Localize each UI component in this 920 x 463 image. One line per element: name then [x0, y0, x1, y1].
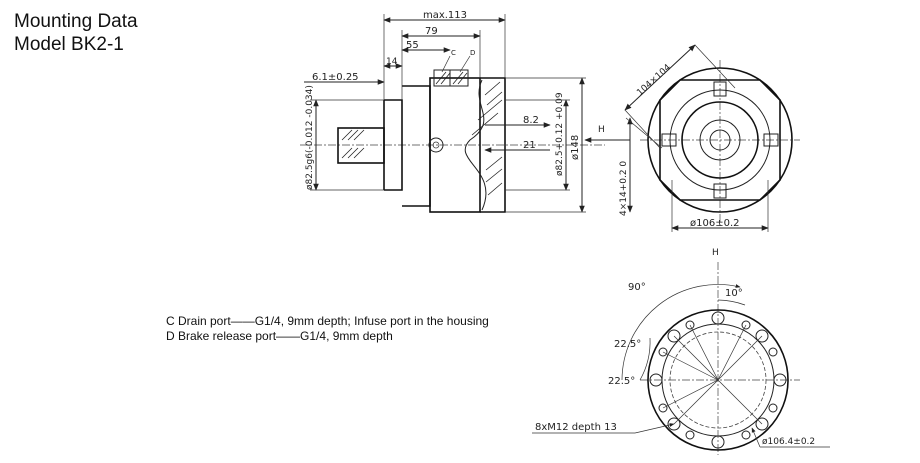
dim-106: ø106±0.2: [690, 218, 740, 229]
label-port-c: C: [451, 49, 456, 57]
dim-max-113: max.113: [423, 10, 467, 21]
dim-79: 79: [425, 26, 438, 37]
angle-10: 10°: [725, 288, 743, 299]
front-outer-circle: [647, 67, 793, 213]
arc-90: [621, 284, 741, 381]
bolt-outer-circle: [647, 309, 789, 451]
bolt-circle: [669, 331, 767, 429]
housing: [429, 77, 481, 213]
label-dia-106-4: ø106.4±0.2: [762, 437, 815, 447]
side-view: max.113 79 55 C D 14 6.1±0.25 ø82.5g6(-0…: [300, 10, 630, 213]
label-h-bolt: H: [712, 248, 719, 258]
section-hatch: [471, 81, 503, 196]
dim-slots: 4×14+0.2 0: [619, 161, 629, 216]
dim-8-2: 8.2: [523, 115, 539, 126]
arc-22-a: [639, 337, 651, 381]
shaft-spline-hatch: [341, 129, 365, 159]
dim-6-1: 6.1±0.25: [312, 72, 359, 83]
port-hatch: [435, 71, 468, 85]
label-port-d: D: [470, 49, 475, 57]
front-view: 104×104 4×14+0.2 0 ø106±0.2: [619, 44, 800, 232]
front-square-flange: [659, 79, 781, 201]
angle-22-5-b: 22.5°: [608, 376, 635, 387]
title-line-1: Mounting Data: [14, 11, 138, 32]
housing-rear: [480, 77, 506, 213]
dim-shaft-dia: ø82.5g6(-0.012 -0.034): [305, 85, 315, 190]
note-drain-port: C Drain port——G1/4, 9mm depth; Infuse po…: [166, 314, 489, 328]
dim-148: ø148: [570, 135, 581, 160]
radial-lines: [662, 324, 763, 425]
flange-bolt-hole: [428, 137, 444, 153]
flange: [402, 85, 431, 207]
bolt-view: H: [532, 248, 830, 455]
dim-bore-dia: ø82.5+0.12 +0.09: [555, 92, 565, 176]
angle-90: 90°: [628, 282, 646, 293]
arc-10: [717, 299, 746, 306]
port-d-block: [449, 69, 469, 87]
label-holes: 8xM12 depth 13: [535, 422, 617, 433]
angle-22-5-a: 22.5°: [614, 339, 641, 350]
section-break: [464, 79, 487, 211]
dim-14: 14: [386, 57, 398, 67]
bolt-holes: [649, 311, 787, 449]
title-line-2: Model BK2-1: [14, 34, 124, 55]
note-brake-release-port: D Brake release port——G1/4, 9mm depth: [166, 329, 393, 343]
dim-55: 55: [406, 40, 419, 51]
label-h-side: H: [598, 125, 605, 135]
dim-21: 21: [523, 140, 536, 151]
pilot-ring: [383, 99, 403, 191]
